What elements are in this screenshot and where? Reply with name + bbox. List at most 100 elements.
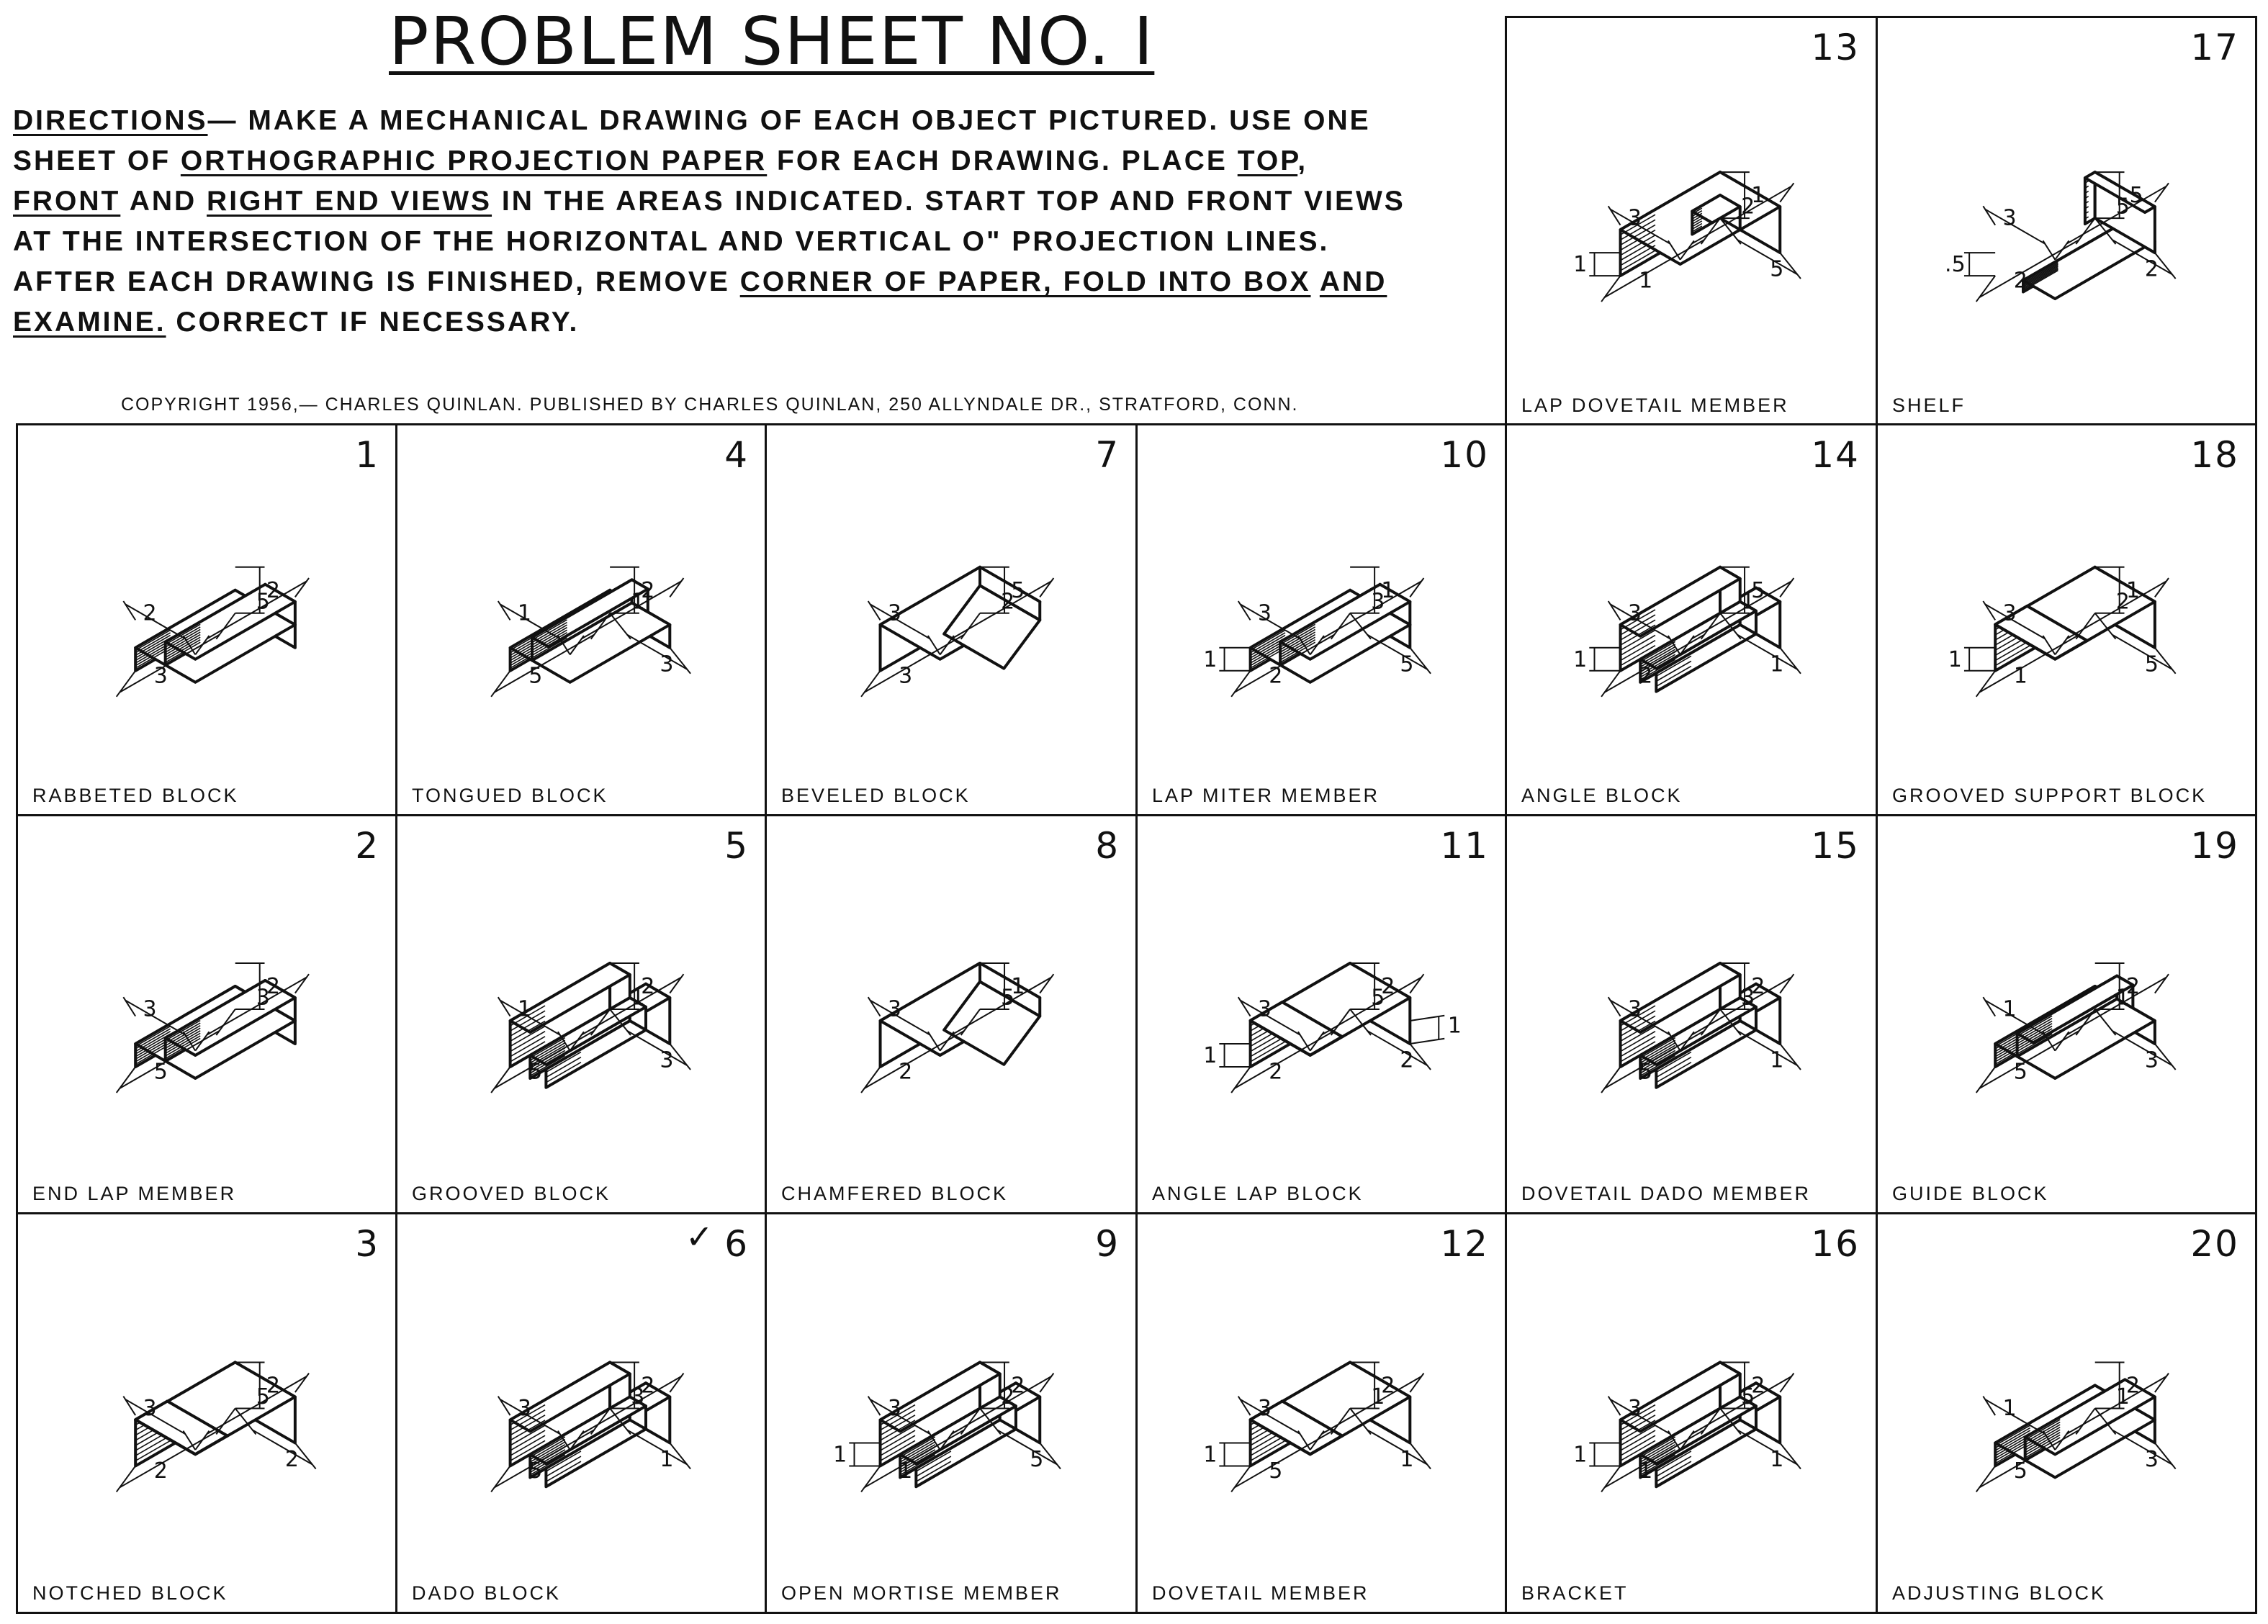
extension-line (867, 1396, 881, 1416)
dimension-label: 2 (1269, 663, 1282, 688)
shade-line (135, 1435, 171, 1456)
shade-line (1620, 639, 1656, 662)
shade-line (2022, 270, 2058, 292)
shade-line (529, 1449, 566, 1471)
extension-line (1667, 635, 1681, 655)
extension-line (609, 613, 631, 640)
shade-line (1620, 219, 1656, 240)
shade-line (529, 1055, 566, 1077)
shade-line (899, 1436, 936, 1458)
shade-line (510, 1015, 546, 1037)
extension-line (2094, 1009, 2117, 1036)
extension-line (2042, 240, 2056, 261)
shade-line (1691, 225, 1703, 233)
dimension-label: 5 (528, 663, 542, 688)
shade-line (546, 1451, 582, 1472)
dimension-label: 2 (2126, 974, 2140, 999)
shade-line (1639, 649, 1676, 670)
shade-line (1655, 1056, 1692, 1078)
dimension-label: 5 (2145, 651, 2159, 677)
dimension-line (494, 1429, 595, 1489)
shade-line (1639, 1042, 1676, 1064)
shade-line (899, 1449, 936, 1471)
extension-line (1409, 1043, 1431, 1070)
shade-line (2025, 1419, 2061, 1440)
dimension-label: 3 (888, 1396, 901, 1421)
dimension-label: 2 (641, 1373, 654, 1398)
extension-line (215, 1407, 236, 1435)
problem-name: GUIDE BLOCK (1892, 1183, 2049, 1204)
shade-line (1620, 229, 1656, 251)
shade-line (1620, 1036, 1656, 1057)
problem-number: 7 (1095, 434, 1120, 476)
top-face (530, 578, 649, 649)
dimension-label: 3 (1628, 997, 1642, 1022)
problem-name: NOTCHED BLOCK (32, 1582, 228, 1604)
dimension-label: 1 (1400, 1447, 1413, 1472)
shade-line (880, 1430, 916, 1451)
directions-part: IN THE AREAS INDICATED. START TOP AND FR… (13, 186, 1405, 297)
dimension-line (864, 633, 965, 693)
extension-line (1410, 1014, 1445, 1021)
shade-line (165, 1032, 201, 1055)
shade-line (1620, 250, 1656, 271)
extension-line (1719, 1009, 1742, 1036)
extension-line (979, 1407, 1002, 1435)
dimension-line (2112, 1429, 2173, 1466)
shade-line (1279, 633, 1316, 656)
extension-line (1039, 1442, 1061, 1470)
shade-line (1994, 644, 2031, 667)
dimension-label: 3 (660, 1048, 673, 1073)
shade-line (135, 1025, 171, 1047)
shade-line (546, 1061, 582, 1083)
shade-line (1620, 1430, 1656, 1451)
extension-line (1409, 647, 1431, 675)
dimension-label: 3 (2145, 1447, 2159, 1472)
problem-name: GROOVED BLOCK (412, 1183, 611, 1204)
top-face (1619, 962, 1742, 1034)
shade-line (1639, 1045, 1676, 1066)
extension-line (497, 996, 511, 1017)
directions-underlined: CORNER OF PAPER, FOLD INTO BOX (739, 266, 1311, 297)
shade-line (2025, 1432, 2061, 1453)
shade-line (529, 1042, 566, 1064)
top-face (508, 1361, 631, 1433)
shade-line (2025, 1429, 2061, 1451)
problem-number: 13 (1811, 27, 1860, 68)
dimension-label: 1 (833, 1442, 847, 1467)
shade-line (2025, 1424, 2061, 1445)
extension-line (960, 613, 981, 640)
extension-line (2154, 182, 2169, 203)
shade-line (1655, 1451, 1692, 1472)
dimension-line (1604, 1030, 1705, 1089)
shade-line (1279, 623, 1316, 646)
extension-line (1601, 1465, 1621, 1493)
shade-line (1994, 1425, 2031, 1446)
problem-number: 14 (1811, 434, 1860, 476)
problem-name: BRACKET (1521, 1582, 1629, 1604)
extension-line (669, 1373, 685, 1393)
shade-line (2084, 190, 2089, 194)
dimension-line (494, 633, 595, 693)
extension-line (115, 1465, 136, 1493)
shade-line (135, 632, 171, 654)
extension-line (1410, 1037, 1445, 1045)
extension-line (234, 1407, 257, 1435)
shade-line (546, 1051, 582, 1073)
extension-line (2154, 647, 2177, 675)
dimension-line (119, 633, 220, 693)
shade-line (510, 1425, 546, 1446)
problem-number: 19 (2190, 825, 2239, 867)
extension-line (1409, 577, 1425, 597)
